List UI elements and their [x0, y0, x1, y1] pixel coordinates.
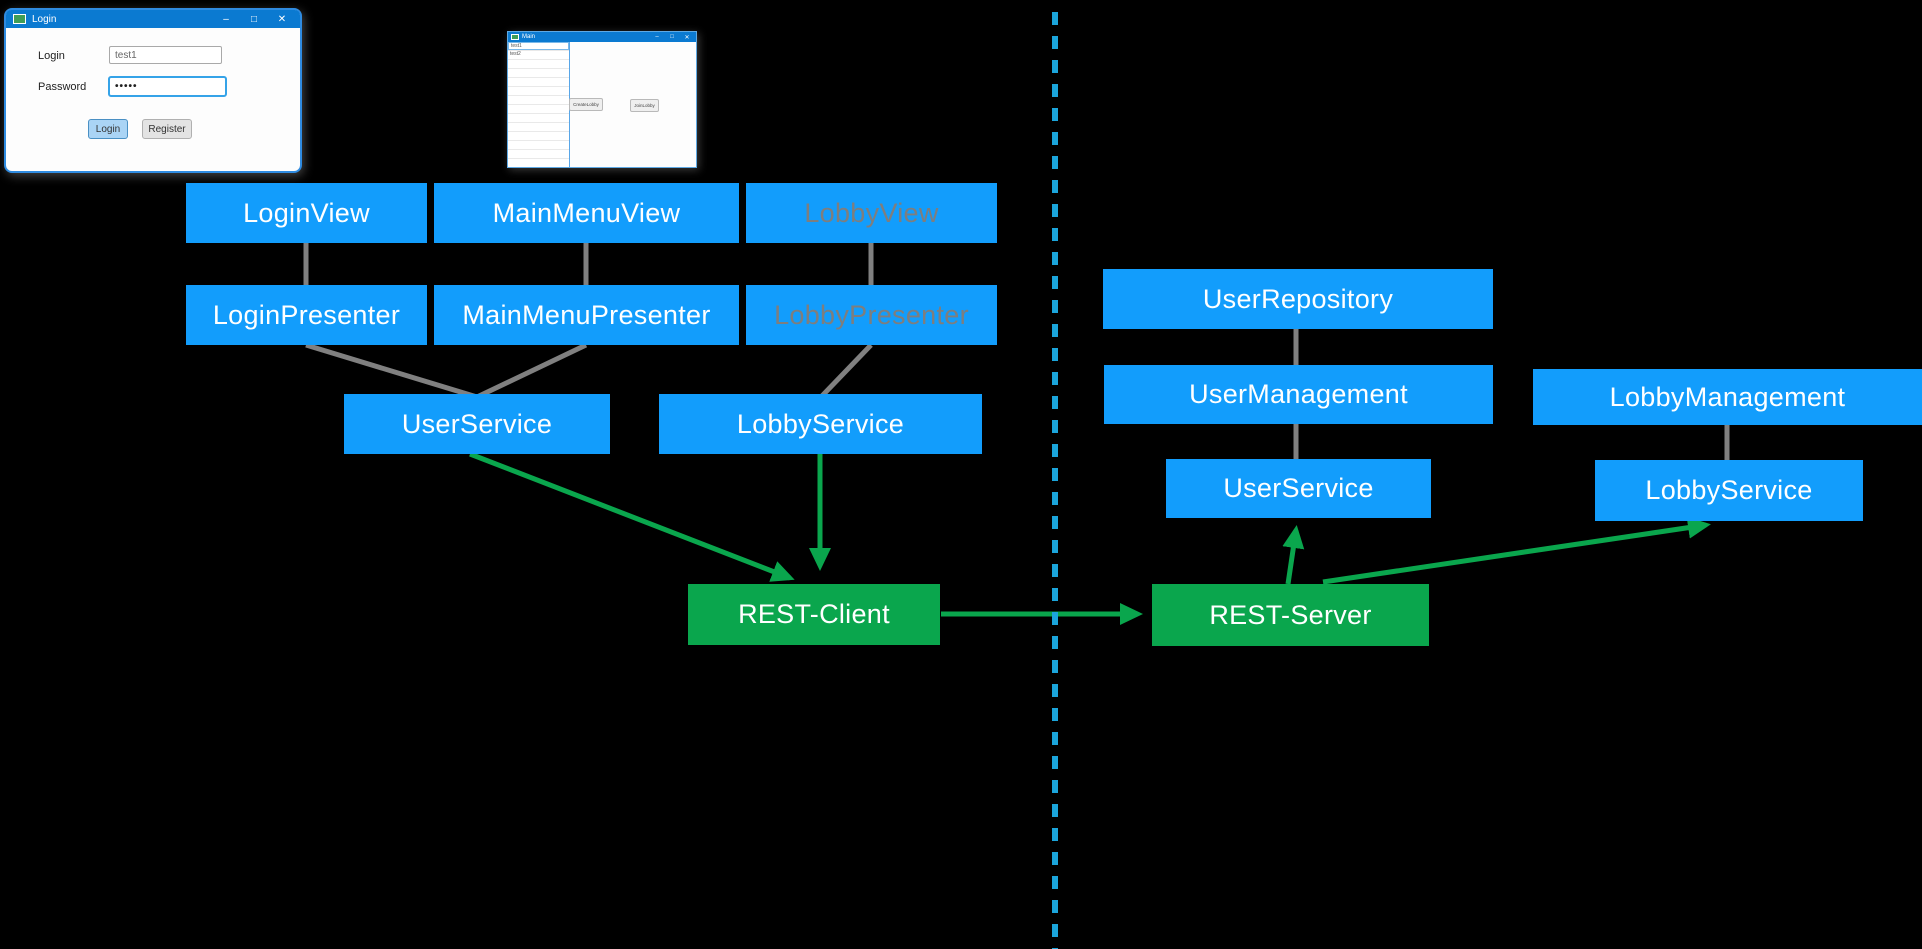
arrow-restserver-lobbyservice	[1322, 516, 1711, 585]
node-label: LobbyService	[1645, 475, 1813, 505]
app-icon	[511, 34, 519, 40]
join-lobby-button[interactable]: JoinLobby	[630, 99, 659, 112]
node-label: MainMenuPresenter	[462, 299, 711, 330]
login-window-titlebar[interactable]: Login – □ ✕	[6, 10, 300, 28]
lobby-list[interactable]: test1 test2	[508, 42, 570, 167]
login-window: Login – □ ✕ Login test1 Password ••••• L…	[4, 8, 302, 173]
login-input-value: test1	[115, 49, 137, 61]
node-lobby-service-client: LobbyService	[659, 394, 982, 454]
password-input-value: •••••	[115, 81, 138, 92]
login-field-label: Login	[38, 50, 65, 62]
app-icon	[13, 14, 26, 24]
window-title: Login	[32, 13, 57, 25]
node-login-view: LoginView	[186, 183, 427, 243]
node-label: LobbyManagement	[1609, 381, 1846, 412]
register-button-label: Register	[148, 123, 186, 135]
node-label: REST-Server	[1209, 599, 1372, 630]
edge-loginpresenter-userservice	[305, 342, 478, 400]
node-label: UserService	[1223, 473, 1374, 503]
node-label: LoginPresenter	[212, 299, 401, 330]
node-label: UserManagement	[1189, 379, 1408, 409]
node-login-presenter: LoginPresenter	[186, 285, 427, 345]
minimize-button[interactable]: –	[655, 34, 659, 40]
maximize-button[interactable]: □	[250, 13, 258, 25]
create-lobby-button[interactable]: CreateLobby	[569, 98, 603, 111]
node-label: UserService	[401, 408, 553, 439]
arrow-userservice-restclient	[469, 451, 795, 582]
node-main-menu-view: MainMenuView	[434, 183, 739, 243]
window-title: Main	[522, 34, 536, 40]
node-label: MainMenuView	[492, 197, 681, 228]
password-field-label: Password	[38, 81, 87, 93]
node-lobby-service-server: LobbyService	[1595, 460, 1863, 521]
node-label: LobbyView	[804, 197, 939, 228]
password-input[interactable]: •••••	[108, 76, 227, 97]
node-label: REST-Client	[738, 599, 890, 629]
main-menu-window: Main – □ ✕ test1 test2 CreateLobby JoinL…	[507, 31, 697, 168]
node-user-service-client: UserService	[344, 394, 610, 454]
maximize-button[interactable]: □	[670, 34, 674, 40]
node-rest-server: REST-Server	[1152, 584, 1429, 646]
register-button[interactable]: Register	[142, 119, 192, 139]
node-lobby-management: LobbyManagement	[1533, 369, 1922, 425]
edge-lobbypresenter-lobbyservice	[819, 343, 873, 399]
main-window-titlebar[interactable]: Main – □ ✕	[508, 32, 696, 42]
node-rest-client: REST-Client	[688, 584, 940, 645]
edge-mainmenupresenter-userservice	[475, 342, 588, 400]
node-user-service-server: UserService	[1166, 459, 1431, 518]
login-button-label: Login	[95, 123, 121, 135]
list-item[interactable]: test2	[510, 51, 521, 57]
node-label: UserRepository	[1202, 283, 1394, 314]
node-lobby-view: LobbyView	[746, 183, 997, 243]
node-user-management: UserManagement	[1104, 365, 1493, 424]
node-lobby-presenter: LobbyPresenter	[746, 285, 997, 345]
close-button[interactable]: ✕	[684, 34, 690, 41]
node-label: LobbyService	[736, 408, 905, 439]
node-label: LobbyPresenter	[774, 299, 969, 330]
close-button[interactable]: ✕	[277, 13, 287, 25]
minimize-button[interactable]: –	[223, 13, 229, 25]
node-user-repository: UserRepository	[1103, 269, 1493, 329]
login-input[interactable]: test1	[109, 46, 222, 64]
arrow-restserver-userservice	[1282, 525, 1305, 585]
create-lobby-label: CreateLobby	[573, 102, 599, 107]
node-main-menu-presenter: MainMenuPresenter	[434, 285, 739, 345]
login-button[interactable]: Login	[88, 119, 128, 139]
join-lobby-label: JoinLobby	[634, 103, 655, 108]
node-label: LoginView	[243, 197, 370, 228]
list-item[interactable]: test1	[508, 42, 569, 50]
